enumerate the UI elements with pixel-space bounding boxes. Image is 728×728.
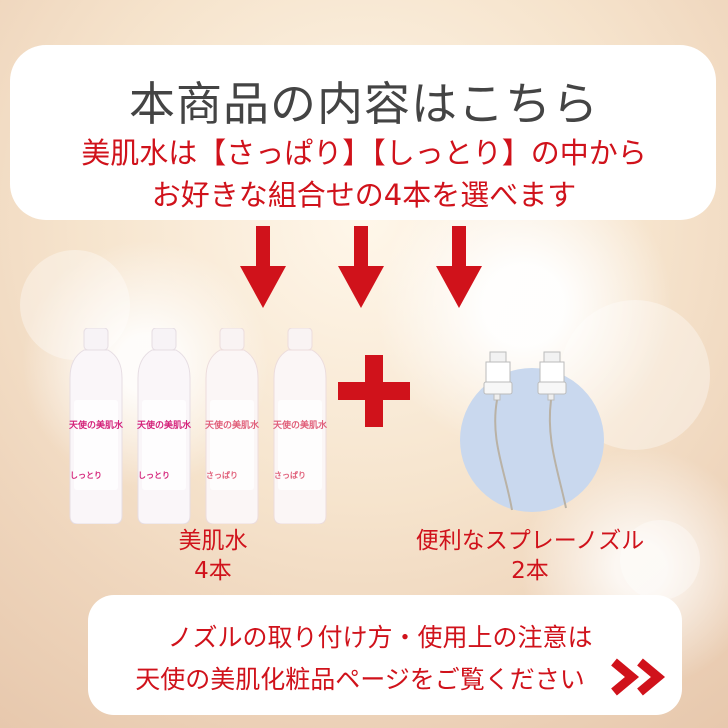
plus-icon (338, 355, 410, 427)
bottle-brand-text: 天使の美肌水 (69, 419, 124, 431)
nozzle-label-line-1: 便利なスプレーノズル (415, 528, 645, 554)
nozzle-label-line-2: 2本 (511, 558, 549, 584)
bottle-image: 天使の美肌水 しっとり (137, 328, 192, 524)
bottle-image: 天使の美肌水 しっとり (69, 328, 124, 524)
bottle-variant-text: さっぱり (274, 470, 306, 480)
bottle-image: 天使の美肌水 さっぱり (273, 328, 328, 524)
bottle-variant-text: さっぱり (206, 470, 238, 480)
notice-line-1: ノズルの取り付け方・使用上の注意は (167, 623, 593, 652)
bottle-image: 天使の美肌水 さっぱり (205, 328, 260, 524)
down-arrow-icon (436, 226, 482, 308)
bottle-brand-text: 天使の美肌水 (273, 419, 328, 431)
bottles-label-line-2: 4本 (194, 558, 232, 584)
down-arrow-icon (240, 226, 286, 308)
subtitle-line-2: お好きな組合せの4本を選べます (151, 178, 577, 212)
spray-nozzle-image (460, 351, 604, 512)
nozzle-label: 便利なスプレーノズル 2本 (390, 526, 670, 586)
bottle-variant-text: しっとり (70, 471, 102, 480)
header-panel (10, 45, 716, 220)
bokeh-light (20, 250, 130, 360)
bottle-brand-text: 天使の美肌水 (137, 419, 192, 431)
bottles-label: 美肌水 4本 (158, 526, 268, 586)
bottles-label-line-1: 美肌水 (178, 528, 248, 554)
down-arrow-icon (338, 226, 384, 308)
bottle-brand-text: 天使の美肌水 (205, 419, 260, 431)
double-chevron-right-icon[interactable] (608, 658, 672, 696)
notice-panel[interactable] (88, 595, 682, 715)
bottle-variant-text: しっとり (138, 471, 170, 480)
subtitle-line-1: 美肌水は【さっぱり】【しっとり】の中から (81, 136, 647, 170)
notice-line-2[interactable]: 天使の美肌化粧品ページをご覧ください (135, 665, 585, 694)
page-title: 本商品の内容はこちら (129, 77, 599, 131)
bokeh-light (620, 520, 700, 600)
